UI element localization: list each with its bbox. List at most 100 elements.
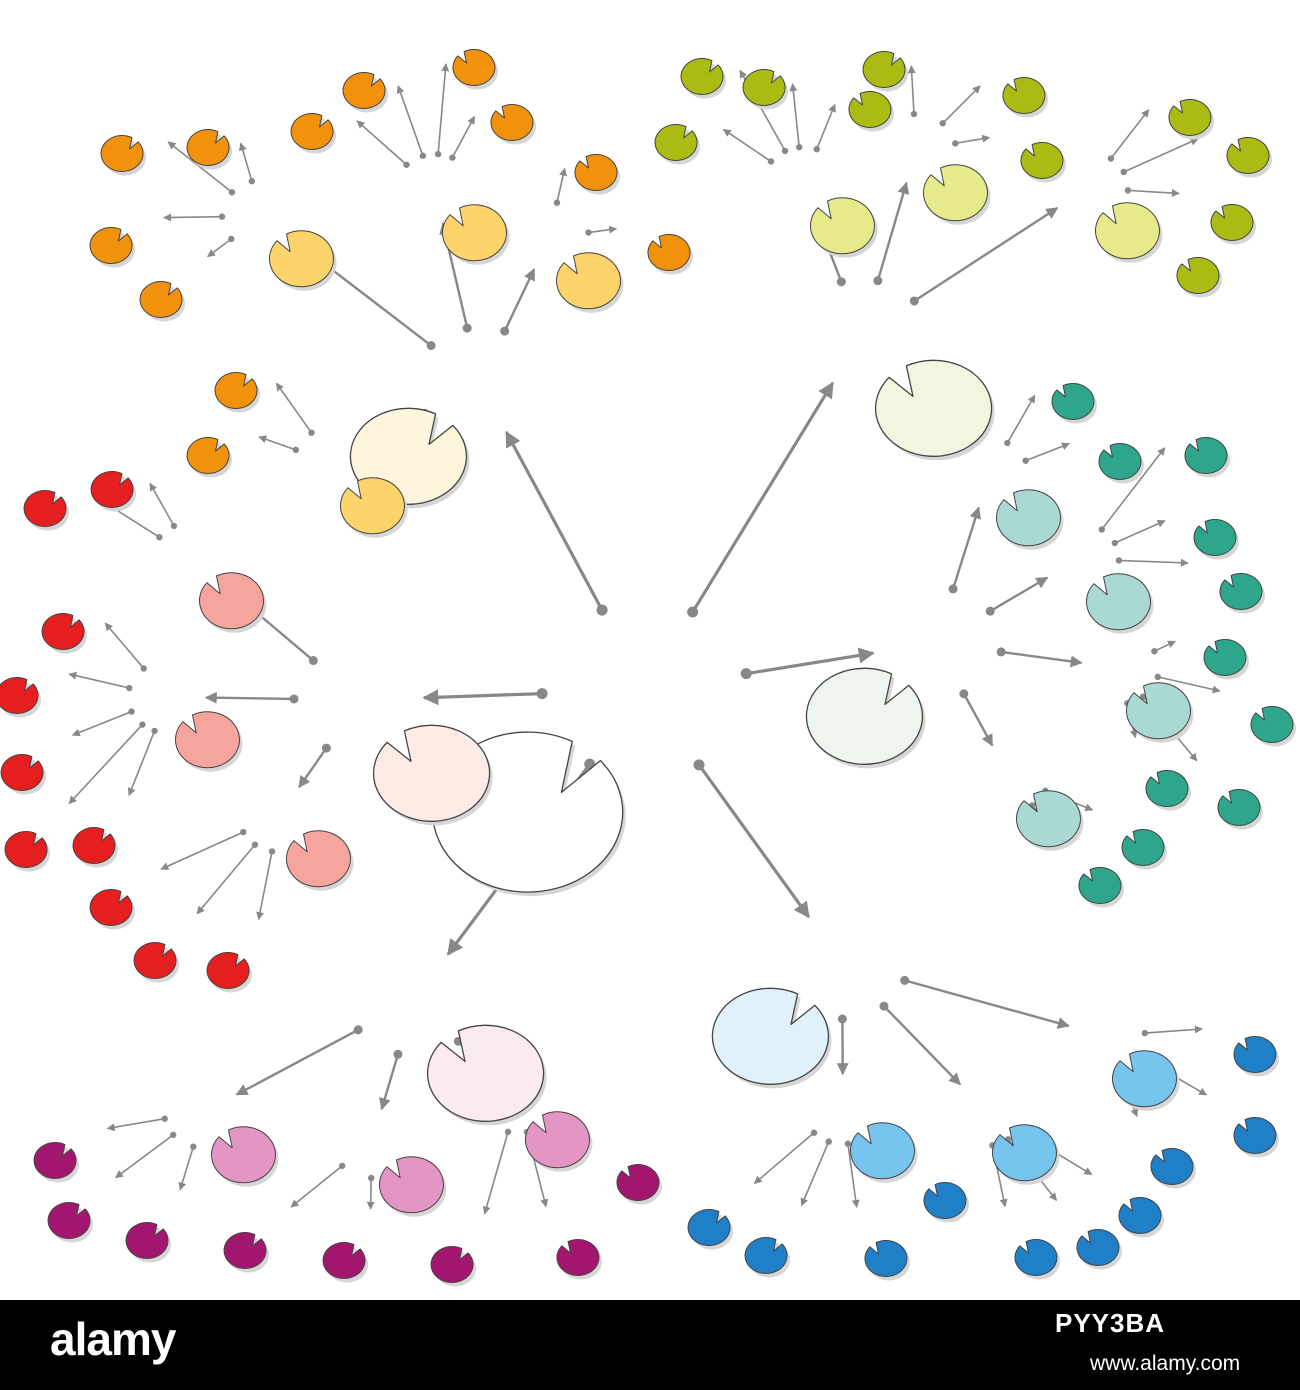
orange-branch-leaf-bubble-3-0-body	[214, 372, 258, 409]
red-branch-sub-bubble-2	[285, 830, 354, 891]
orange-branch-sub-bubble-0	[268, 230, 337, 291]
brand-logo[interactable]: alamy	[50, 1313, 176, 1365]
teal-branch-leaf-bubble-2-2-body	[1145, 770, 1189, 807]
orange-branch-leaf-bubble-1-2	[452, 49, 498, 90]
magenta-branch-leaf-connector-1-0-dot	[338, 1162, 346, 1170]
teal-branch-leaf-bubble-2-3-body	[1217, 789, 1261, 826]
teal-branch-leaf-bubble-3-0-body	[1121, 829, 1165, 866]
orange-branch-leaf-connector-3-1	[258, 435, 299, 454]
lime-branch-leaf-connector-1-1-line	[942, 85, 981, 124]
blue-branch-leaf-bubble-1-0-body	[1014, 1239, 1058, 1276]
red-branch-leaf-connector-1-4-line	[127, 730, 156, 797]
blue-branch-leaf-bubble-0-1	[744, 1237, 791, 1278]
blue-branch-leaf-connector-0-1	[800, 1138, 832, 1207]
orange-branch-sub-bubble-2	[555, 252, 624, 313]
magenta-branch-leaf-connector-2-1	[482, 1128, 512, 1215]
red-branch-leaf-bubble-0-0-body	[23, 490, 67, 527]
orange-branch-leaf-bubble-3-0	[214, 372, 261, 413]
orange-branch-leaf-bubble-0-3-body	[139, 281, 183, 318]
teal-branch-leaf-bubble-0-1	[1098, 443, 1144, 484]
red-branch-main-connector-line	[422, 689, 543, 706]
lime-branch-leaf-bubble-0-2	[742, 69, 789, 110]
red-branch-leaf-bubble-0-0	[23, 490, 70, 531]
orange-branch-leaf-bubble-3-1	[186, 437, 233, 478]
red-branch-leaf-connector-1-1-dot	[126, 684, 133, 692]
lime-branch-sub-bubble-1	[922, 164, 991, 225]
lime-branch-leaf-connector-0-0	[722, 128, 775, 165]
magenta-branch-sub-connector-1-dot	[393, 1049, 403, 1059]
teal-branch-leaf-bubble-0-0	[1051, 383, 1097, 424]
magenta-branch-leaf-connector-1-0-line	[290, 1165, 343, 1208]
teal-branch-sub-connector-1-dot	[985, 606, 995, 616]
red-branch-leaf-connector-1-4	[127, 727, 158, 797]
teal-branch-main-connector-line	[745, 647, 875, 676]
footer-url[interactable]: www.alamy.com	[1090, 1352, 1241, 1375]
orange-branch-leaf-connector-3-0	[275, 382, 315, 436]
red-branch-leaf-bubble-1-3	[4, 831, 51, 872]
teal-branch-sub-connector-2	[996, 647, 1083, 668]
lime-branch-leaf-connector-1-1-dot	[939, 120, 946, 127]
magenta-branch-leaf-connector-1-1-dot	[368, 1174, 375, 1182]
red-branch-sub-bubble-0-body	[198, 572, 264, 630]
lime-branch-leaf-connector-0-0-line	[722, 128, 772, 163]
lime-branch-leaf-bubble-2-1-body	[1226, 137, 1270, 174]
orange-branch-leaf-bubble-0-0-body	[100, 135, 144, 172]
red-branch-leaf-connector-1-3	[68, 721, 146, 805]
magenta-branch-leaf-connector-0-1-line	[115, 1134, 174, 1179]
lime-branch-sub-bubble-2	[1094, 202, 1163, 263]
teal-branch-main-connector-dot	[740, 668, 752, 680]
orange-branch-leaf-connector-1-2	[434, 63, 450, 158]
magenta-branch-sub-bubble-0	[210, 1126, 279, 1187]
blue-branch-leaf-bubble-2-1-body	[1233, 1117, 1277, 1154]
red-branch-leaf-connector-2-1-line	[196, 844, 256, 915]
blue-branch-sub-connector-0	[836, 1014, 849, 1076]
lime-branch-sub-connector-2-line	[913, 206, 1059, 302]
lime-branch-leaf-bubble-1-0	[862, 51, 909, 92]
red-branch-sub-bubble-1	[174, 711, 243, 772]
teal-branch-leaf-connector-1-1-line	[1114, 520, 1166, 544]
magenta-branch-leaf-connector-1-0	[290, 1162, 346, 1208]
lime-branch-leaf-bubble-0-3	[848, 91, 894, 132]
teal-branch-leaf-bubble-3-0	[1121, 829, 1167, 870]
connector-layer	[68, 63, 1221, 1215]
red-branch-sub-bubble-2-body	[285, 830, 351, 888]
orange-branch-leaf-connector-0-3-line	[207, 238, 232, 258]
orange-branch-leaf-bubble-0-3	[139, 281, 186, 322]
red-branch-leaf-bubble-1-1-body	[0, 677, 39, 714]
orange-branch-leaf-connector-0-0-dot	[228, 189, 236, 196]
image-id: PYY3BA	[1055, 1308, 1166, 1338]
blue-branch-main-bubble	[711, 987, 832, 1089]
teal-branch-leaf-bubble-0-0-body	[1051, 383, 1095, 420]
lime-branch-sub-bubble-2-body	[1094, 202, 1160, 260]
blue-branch-leaf-connector-0-0-dot	[810, 1129, 818, 1136]
lime-branch-leaf-connector-1-2	[952, 134, 991, 147]
orange-branch-leaf-connector-1-3-line	[451, 115, 476, 158]
lime-branch-leaf-bubble-2-0	[1168, 99, 1214, 140]
blue-branch-leaf-connector-0-1-dot	[825, 1138, 832, 1145]
blue-branch-sub-bubble-0	[849, 1122, 918, 1183]
blue-branch-main-connector-line	[697, 763, 811, 919]
red-branch-leaf-connector-2-0	[160, 828, 247, 870]
footer-bar: alamy PYY3BA www.alamy.com	[0, 1300, 1300, 1390]
lime-branch-leaf-bubble-2-1	[1226, 137, 1272, 178]
blue-branch-sub-bubble-2	[1111, 1050, 1180, 1111]
red-branch-leaf-connector-1-3-dot	[139, 721, 146, 728]
teal-branch-sub-connector-2-dot	[996, 647, 1006, 657]
orange-branch-leaf-connector-1-2-line	[437, 63, 450, 155]
red-branch-leaf-connector-0-1	[149, 482, 178, 530]
red-branch-sub-connector-2-dot	[321, 743, 331, 753]
orange-branch-main-connector-dot	[596, 604, 608, 616]
lime-branch-sub-connector-1-line	[876, 181, 910, 281]
orange-branch-leaf-connector-1-0-dot	[403, 161, 410, 168]
teal-branch-leaf-connector-2-1-line	[1157, 676, 1221, 694]
red-branch-leaf-bubble-0-1	[90, 471, 137, 512]
orange-branch-main-connector	[505, 430, 608, 616]
blue-branch-leaf-bubble-2-2-body	[1150, 1148, 1194, 1185]
red-branch-sub-bubble-1-body	[174, 711, 240, 769]
mind-map-diagram	[0, 49, 1296, 1287]
red-branch-leaf-connector-1-2	[71, 708, 135, 737]
magenta-branch-sub-connector-0-line	[235, 1028, 359, 1096]
magenta-branch-leaf-connector-0-2-line	[178, 1146, 195, 1191]
red-branch-sub-connector-1-dot	[289, 694, 299, 704]
blue-branch-leaf-bubble-0-0-body	[687, 1209, 731, 1246]
